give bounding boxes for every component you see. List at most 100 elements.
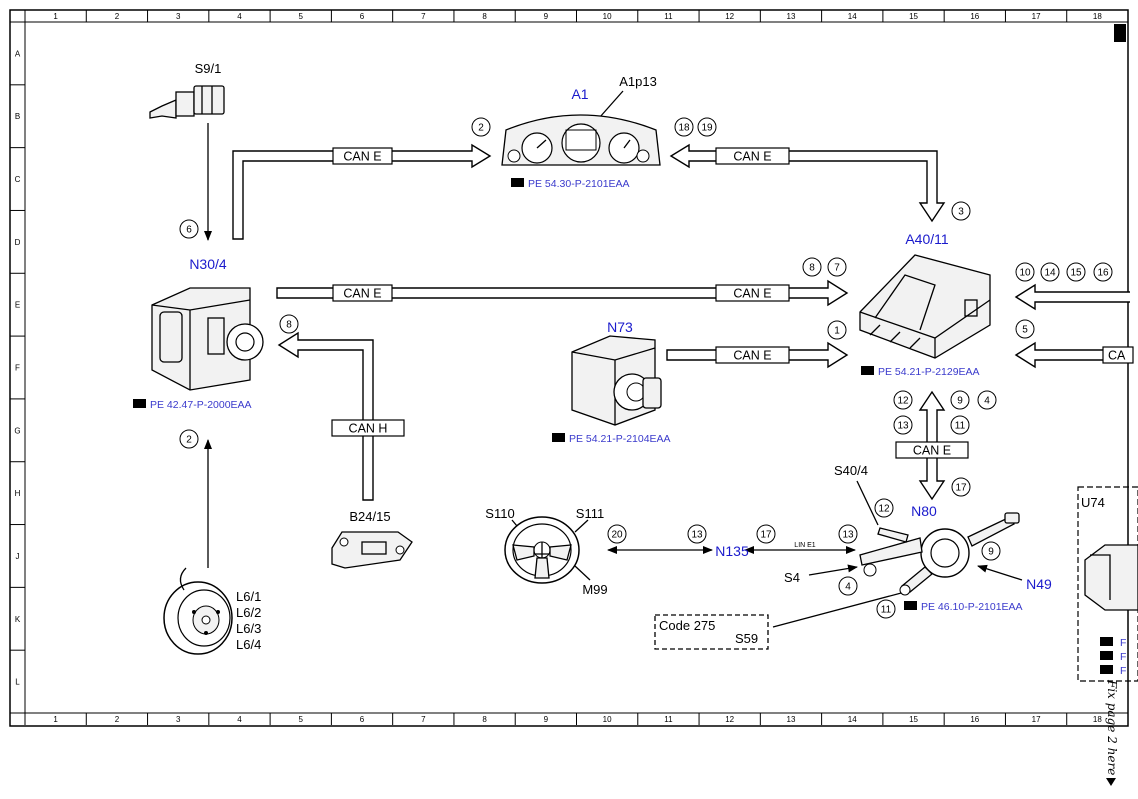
reference-hand-icon	[861, 366, 874, 375]
grid-column-label: 12	[725, 12, 734, 21]
drawing-frame	[9, 9, 1129, 727]
signal-number: 15	[1066, 262, 1086, 282]
signal-number: 8	[802, 257, 822, 277]
grid-row-label: E	[15, 301, 20, 310]
reference-hand-icon	[1100, 665, 1113, 674]
reference-u74-text: F	[1120, 637, 1126, 649]
svg-text:17: 17	[955, 483, 967, 494]
esp-unit-n30-4-icon	[151, 287, 264, 391]
svg-text:4: 4	[984, 396, 990, 407]
grid-row-label: L	[15, 678, 20, 687]
reference-u74-text: F	[1120, 651, 1126, 663]
grid-column-label: 13	[787, 12, 796, 21]
signal-number: 16	[1093, 262, 1113, 282]
signal-number: 4	[838, 576, 858, 596]
label-m99: M99	[582, 582, 607, 597]
grid-column-label: 17	[1032, 12, 1041, 21]
leader-m99	[574, 565, 591, 581]
reference-u74-partial[interactable]: F F F	[1100, 637, 1126, 677]
reference-a1[interactable]: PE 54.30-P-2101EAA	[511, 178, 630, 190]
grid-row-label: D	[15, 238, 21, 247]
grid-column-ticks: 1122334455667788991010111112121313141415…	[24, 10, 1102, 725]
reference-n30-4-text: PE 42.47-P-2000EAA	[150, 399, 252, 411]
svg-text:13: 13	[897, 421, 909, 432]
steering-wheel-icon	[504, 516, 580, 584]
signal-number: 18	[674, 117, 694, 137]
reference-a40-11-text: PE 54.21-P-2129EAA	[878, 366, 980, 378]
svg-text:6: 6	[186, 225, 192, 236]
can-h-label: CAN H	[349, 422, 388, 436]
can-h-label-box	[331, 419, 405, 437]
can-e-bus-right-a40-upper	[1014, 283, 1130, 311]
label-l6-2: L6/2	[236, 605, 261, 620]
signal-number: 20	[607, 524, 627, 544]
svg-text:7: 7	[834, 263, 840, 274]
grid-column-label: 4	[237, 12, 242, 21]
reference-hand-icon	[552, 433, 565, 442]
label-l6-1: L6/1	[236, 589, 261, 604]
reference-a40-11[interactable]: PE 54.21-P-2129EAA	[861, 366, 980, 378]
can-e-label-box	[332, 147, 393, 165]
svg-text:2: 2	[186, 435, 192, 446]
component-u74-panel	[1077, 486, 1138, 682]
sensor-b24-15-icon	[331, 531, 413, 569]
leader-s111	[574, 519, 589, 533]
signal-number: 7	[827, 257, 847, 277]
grid-column-label: 3	[176, 12, 181, 21]
lin-e1-label: LIN E1	[794, 542, 816, 549]
label-a1: A1	[571, 86, 588, 102]
can-e-label: CAN E	[343, 287, 381, 301]
svg-text:16: 16	[1097, 268, 1109, 279]
label-u74: U74	[1081, 495, 1105, 510]
ignition-switch-n73-icon	[571, 335, 662, 426]
label-n73: N73	[607, 319, 633, 335]
grid-column-label: 3	[176, 715, 181, 724]
reference-hand-icon	[133, 399, 146, 408]
can-e-label: CAN E	[733, 349, 771, 363]
svg-text:13: 13	[842, 530, 854, 541]
svg-text:2: 2	[478, 123, 484, 134]
reference-hand-icon	[1100, 651, 1113, 660]
signal-number: 10	[1015, 262, 1035, 282]
svg-text:12: 12	[878, 504, 890, 515]
svg-text:4: 4	[845, 582, 851, 593]
grid-column-label: 17	[1032, 715, 1041, 724]
label-s4: S4	[784, 570, 800, 585]
label-a40-11: A40/11	[905, 231, 949, 247]
reference-n73[interactable]: PE 54.21-P-2104EAA	[552, 433, 671, 445]
grid-column-label: 6	[360, 12, 365, 21]
signal-number: 17	[756, 524, 776, 544]
reference-hand-icon	[511, 178, 524, 187]
grid-column-label: 8	[482, 715, 487, 724]
can-e-label: CAN E	[733, 150, 771, 164]
label-n80: N80	[911, 503, 937, 519]
signal-number: 13	[687, 524, 707, 544]
grid-row-label: K	[15, 615, 21, 624]
signal-number: 9	[981, 541, 1001, 561]
svg-text:19: 19	[701, 123, 713, 134]
grid-row-label: C	[15, 175, 21, 184]
signal-number: 12	[893, 390, 913, 410]
signal-number: 19	[697, 117, 717, 137]
signal-number: 6	[179, 219, 199, 239]
grid-column-label: 1	[53, 12, 58, 21]
can-e-label-box	[332, 284, 393, 302]
grid-column-label: 9	[544, 715, 549, 724]
grid-column-label: 6	[360, 715, 365, 724]
grid-column-label: 15	[909, 12, 918, 21]
corner-tab-icon	[1114, 24, 1126, 42]
reference-n30-4[interactable]: PE 42.47-P-2000EAA	[133, 399, 252, 411]
grid-row-label: F	[15, 364, 20, 373]
grid-column-label: 9	[544, 12, 549, 21]
label-b24-15: B24/15	[349, 509, 390, 524]
svg-text:8: 8	[286, 320, 292, 331]
grid-row-label: H	[15, 489, 21, 498]
grid-row-label: B	[15, 112, 20, 121]
reference-n80[interactable]: PE 46.10-P-2101EAA	[904, 601, 1023, 613]
signal-number: 1	[827, 320, 847, 340]
label-s59: S59	[735, 631, 758, 646]
grid-row-label: G	[14, 426, 20, 435]
reference-n73-text: PE 54.21-P-2104EAA	[569, 433, 671, 445]
grid-column-label: 2	[115, 715, 120, 724]
signal-number: 12	[874, 498, 894, 518]
